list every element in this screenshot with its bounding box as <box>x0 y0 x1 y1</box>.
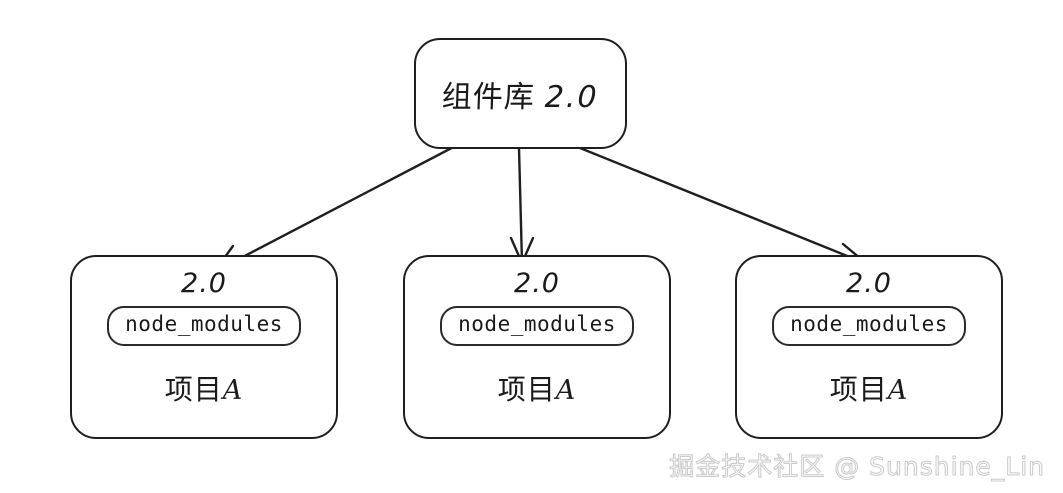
project-version-label: 2.0 <box>181 268 227 299</box>
root-box-version: 2.0 <box>544 79 600 115</box>
watermark-text: 掘金技术社区 @ Sunshine_Lin <box>669 452 1045 482</box>
project-version-label: 2.0 <box>846 268 892 299</box>
arrow-root-to-project-3 <box>578 146 869 266</box>
project-name-suffix: A <box>222 374 244 406</box>
project-box-1[interactable]: 2.0 node_modules 项目A <box>70 255 338 439</box>
node-modules-chip[interactable]: node_modules <box>107 306 301 346</box>
project-name-suffix: A <box>887 374 909 406</box>
project-box-3[interactable]: 2.0 node_modules 项目A <box>735 255 1003 439</box>
project-box-2[interactable]: 2.0 node_modules 项目A <box>403 255 671 439</box>
project-name-label: 项目A <box>830 368 909 408</box>
root-box-name: 组件库 <box>441 79 536 115</box>
arrow-root-to-project-1 <box>212 139 467 274</box>
node-modules-chip[interactable]: node_modules <box>440 306 634 346</box>
project-name-text: 项目 <box>497 372 556 406</box>
project-name-text: 项目 <box>164 372 223 406</box>
project-name-label: 项目A <box>498 368 577 408</box>
project-name-text: 项目 <box>829 372 888 406</box>
project-version-label: 2.0 <box>514 268 560 299</box>
arrow-root-to-project-2 <box>509 146 535 265</box>
project-name-suffix: A <box>555 374 577 406</box>
project-name-label: 项目A <box>165 368 244 408</box>
node-modules-chip[interactable]: node_modules <box>772 306 966 346</box>
